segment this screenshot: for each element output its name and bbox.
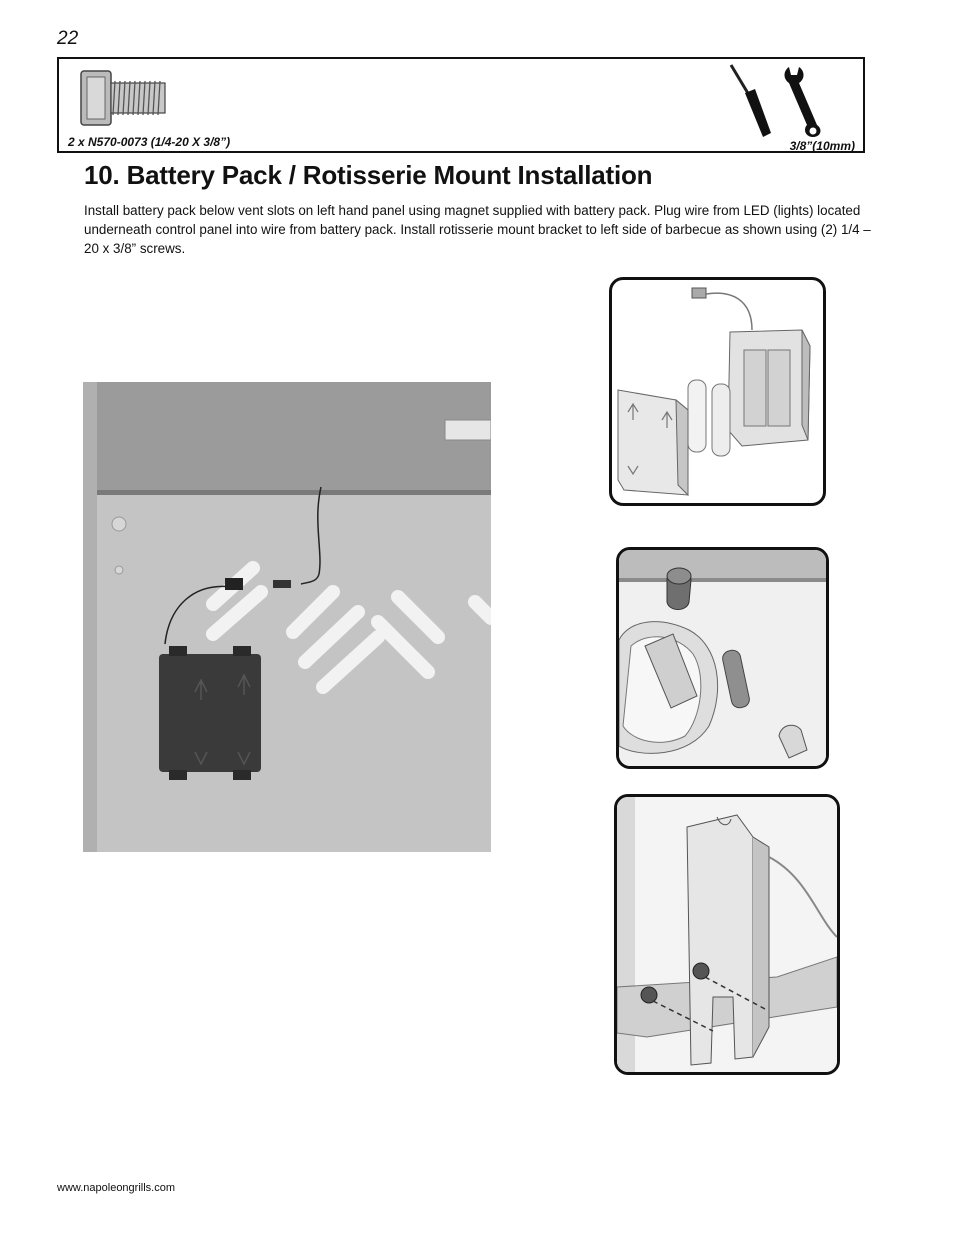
instructions-text: Install battery pack below vent slots on… [84,203,871,256]
footer-url: www.napoleongrills.com [57,1182,175,1194]
detail-control-panel-led [616,547,829,769]
parts-and-tools-box: 2 x N570-0073 (1/4-20 X 3/8”) 3/8”(10mm) [57,57,865,153]
detail-rotisserie-mount-bracket [614,794,840,1075]
section-title: 10. Battery Pack / Rotisserie Mount Inst… [84,160,653,190]
screwdriver-icon [729,64,771,137]
main-figure-battery-pack [83,382,491,852]
part-label: 2 x N570-0073 (1/4-20 X 3/8”) [68,135,231,149]
wrench-icon [784,67,821,137]
page-number: 22 [57,28,79,49]
detail-battery-pack-open [609,277,826,506]
tool-size-label: 3/8”(10mm) [789,139,855,153]
hex-bolt-icon [80,70,166,126]
tools-icon-group [729,64,821,137]
